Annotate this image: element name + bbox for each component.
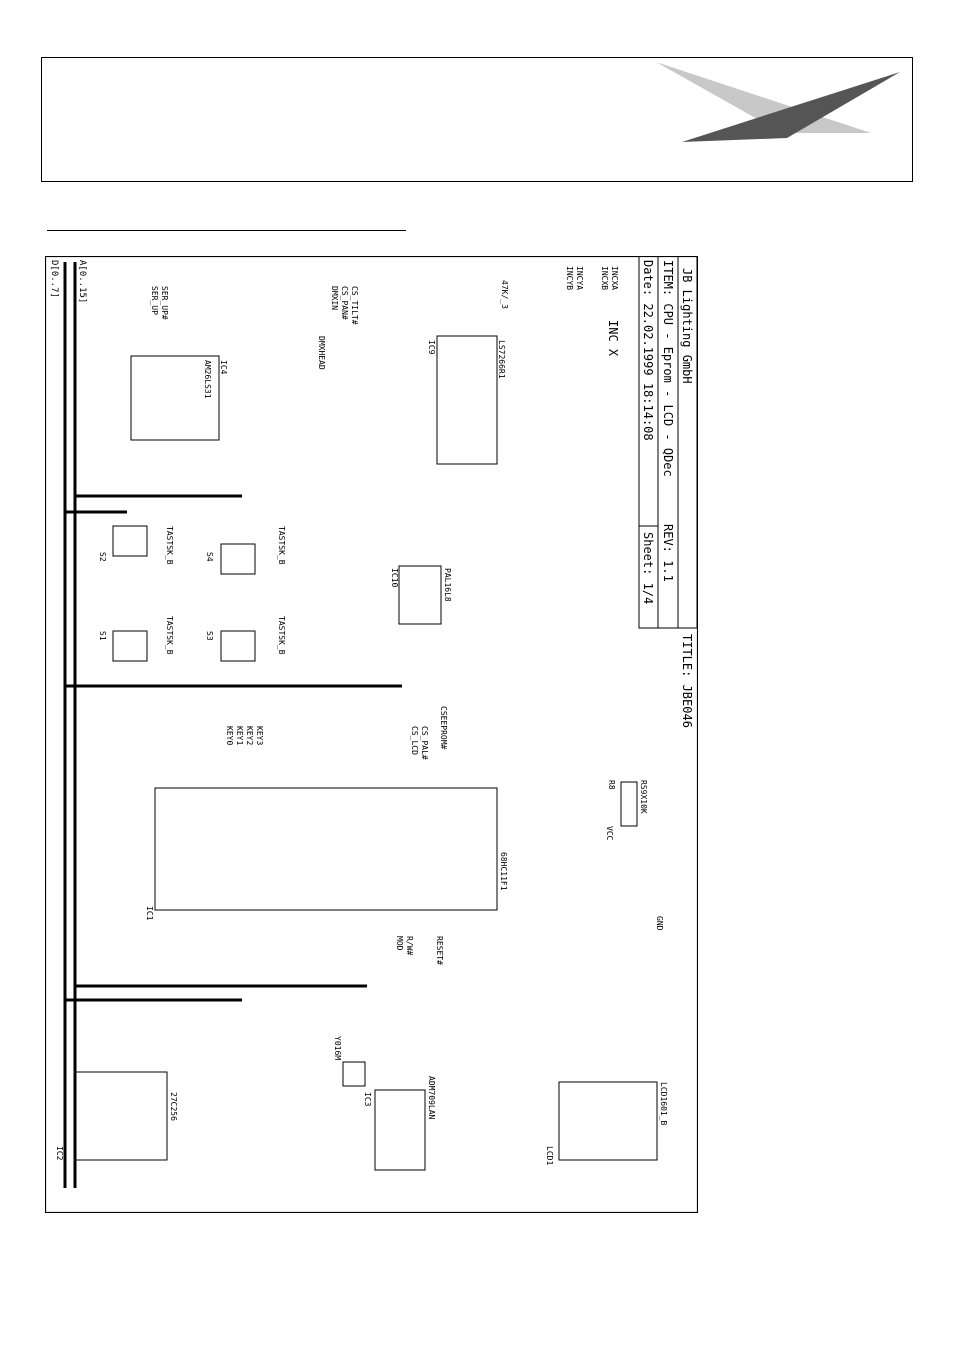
s3-ref: S3	[205, 631, 214, 641]
schematic-sheet: JB Lighting GmbH TITLE: JBE046 ITEM: CPU…	[45, 256, 698, 1213]
ic1-part: 68HC11F1	[499, 852, 508, 891]
addr-bus-label: A[0..15]	[77, 260, 87, 303]
logo-dark-wing	[682, 72, 900, 142]
y1-box	[342, 1061, 366, 1087]
ic3-box	[374, 1089, 426, 1171]
title-item: ITEM: CPU - Eprom - LCD - QDec	[661, 260, 675, 477]
incxb-net: INCXB	[600, 266, 609, 290]
ic10-part: PAL16L8	[443, 568, 452, 602]
rn-box	[620, 781, 638, 827]
inc-x-note: INC X	[606, 320, 620, 357]
title-sheet: Sheet: 1/4	[641, 532, 655, 604]
s1-ref: S1	[98, 631, 107, 641]
rn-part: RS9X10K	[639, 780, 648, 814]
ic2-part: 27C256	[169, 1092, 178, 1121]
reset-net: RESET#	[435, 936, 444, 965]
title-rev: REV: 1.1	[661, 524, 675, 582]
switches	[112, 525, 256, 662]
key1-net: KEY1	[235, 726, 244, 745]
ser-up-net: SER_UP	[150, 286, 159, 315]
ic10-ref: IC10	[390, 568, 399, 587]
bus-lines	[63, 262, 402, 1188]
s3-part: TASTSK_B	[277, 616, 286, 655]
s2-part: TASTSK_B	[165, 526, 174, 565]
cs-pal-net: CS_PAL#	[420, 726, 429, 760]
ic3-ref: IC3	[363, 1092, 372, 1107]
title-date: Date: 22.02.1999 18:14:08	[641, 260, 655, 441]
cseeprom-net: CSEEPROM#	[439, 706, 448, 750]
company-logo	[656, 62, 900, 142]
s1-part: TASTSK_B	[165, 616, 174, 655]
key2-net: KEY2	[245, 726, 254, 745]
ic9-box	[436, 335, 498, 465]
cs-lcd-net: CS_LCD	[410, 726, 419, 755]
gnd-label: GND	[655, 916, 664, 931]
section-rule	[47, 230, 406, 231]
lcd1-part: LCD1601_B	[659, 1082, 668, 1126]
header-box	[41, 57, 913, 182]
ic1-ref: IC1	[145, 906, 154, 921]
y1-part: Y016M	[333, 1036, 342, 1060]
dmxhead-net: DMXHEAD	[317, 336, 326, 370]
cs-tilt-net: CS_TILT#	[350, 286, 359, 325]
s4-ref: S4	[205, 552, 214, 562]
ic4-box	[130, 355, 220, 441]
incxa-net: INCXA	[610, 266, 619, 290]
ic2-ref: IC2	[55, 1146, 64, 1161]
ic9-part: LS7266R1	[497, 340, 506, 379]
ser-up-n-net: SER_UP#	[160, 286, 169, 320]
title-block	[638, 256, 698, 629]
vcc-label: VCC	[605, 826, 614, 841]
ic2-box	[74, 1071, 168, 1161]
s4-part: TASTSK_B	[277, 526, 286, 565]
ic1-box	[154, 787, 498, 911]
incyb-net: INCYB	[565, 266, 574, 290]
ic9-ref: IC9	[427, 340, 436, 355]
ic10-box	[398, 565, 442, 625]
key0-net: KEY0	[225, 726, 234, 745]
ic3-part: ADM709LAN	[427, 1076, 436, 1120]
r6-label: 47K/_3	[500, 280, 509, 309]
mod-net: MOD	[395, 936, 404, 951]
s2-ref: S2	[98, 552, 107, 562]
data-bus-label: D[0..7]	[49, 260, 59, 298]
key3-net: KEY3	[255, 726, 264, 745]
ic4-ref: IC4	[219, 360, 228, 375]
title-item-name: TITLE: JBE046	[680, 634, 694, 728]
title-company: JB Lighting GmbH	[680, 268, 694, 384]
rn-ref: R8	[607, 780, 616, 790]
ic4-part: AM26LS31	[203, 360, 212, 399]
cs-pan-net: CS_PAN#	[340, 286, 349, 320]
lcd1-ref: LCD1	[545, 1146, 554, 1165]
incya-net: INCYA	[575, 266, 584, 290]
rw-net: R/W#	[405, 936, 414, 955]
dmxin-net: DMXIN	[330, 286, 339, 310]
lcd1-box	[558, 1081, 658, 1161]
